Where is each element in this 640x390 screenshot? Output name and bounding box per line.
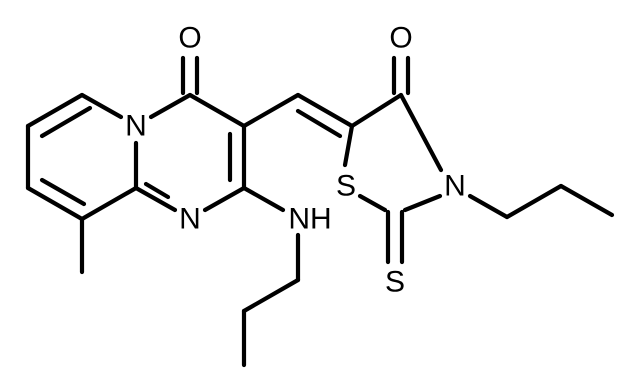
atom-N-pyridine: N	[125, 110, 147, 143]
bond	[402, 193, 443, 213]
atom-NH: NH	[288, 203, 331, 236]
bond	[295, 92, 355, 129]
bond	[357, 193, 388, 213]
bond	[39, 177, 87, 207]
bond	[241, 185, 286, 213]
bond	[398, 92, 444, 173]
bond	[133, 185, 178, 213]
bond	[143, 181, 171, 200]
bond	[295, 108, 343, 139]
atom-N-thiazolidine: N	[444, 170, 466, 203]
pyridine-ring	[25, 92, 139, 222]
bond	[25, 92, 85, 129]
bond	[349, 92, 404, 129]
bond	[39, 105, 93, 139]
bond	[342, 123, 355, 168]
atom-N-pyrimidine: N	[179, 203, 201, 236]
atom-O-right: O	[389, 22, 412, 55]
pyrimidinone-ring	[133, 92, 247, 213]
bond	[467, 193, 510, 220]
bond	[241, 277, 301, 314]
bond	[241, 92, 301, 129]
bond	[25, 185, 85, 222]
bond	[187, 92, 247, 129]
bond	[79, 92, 124, 120]
bond	[558, 183, 615, 218]
bond	[148, 92, 193, 120]
thiazolidine-ring	[342, 92, 444, 213]
atom-S-ring: S	[336, 170, 356, 203]
bond	[79, 185, 139, 222]
atom-O-left: O	[178, 22, 201, 55]
atom-S-thione: S	[385, 266, 405, 299]
bond	[202, 185, 247, 213]
bond	[504, 183, 564, 220]
